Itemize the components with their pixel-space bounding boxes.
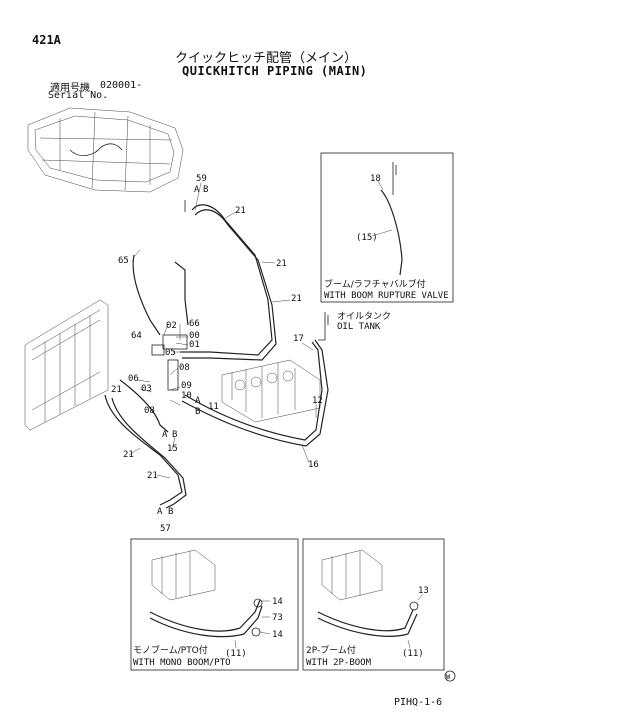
callout-15: 15 <box>167 444 178 454</box>
page-number: 421A <box>32 33 61 47</box>
revision-mark: W <box>444 670 456 682</box>
callout-10: 10 <box>181 391 192 401</box>
callout-11: 11 <box>208 402 219 412</box>
callout-59: 59 <box>196 174 207 184</box>
callout-B: B <box>172 430 177 440</box>
callout-labels: 59 A B 21 21 21 65 02 66 64 00 01 05 08 … <box>111 174 323 534</box>
callout-08: 08 <box>144 406 155 416</box>
control-valve-block <box>221 359 321 423</box>
callout-A: A <box>162 430 168 440</box>
callout-06: 06 <box>128 374 139 384</box>
callout-08: 08 <box>179 363 190 373</box>
callout-09: 09 <box>181 381 192 391</box>
callout-14: 14 <box>272 630 283 640</box>
callout-73: 73 <box>272 613 283 623</box>
callout-A: A <box>157 507 163 517</box>
callout-B: B <box>195 407 200 417</box>
callout-11-ref: (11) <box>225 649 247 659</box>
callout-17: 17 <box>293 334 304 344</box>
callout-B: B <box>203 185 208 195</box>
callout-00: 00 <box>189 331 200 341</box>
callout-11-ref: (11) <box>402 649 424 659</box>
callout-13: 13 <box>418 586 429 596</box>
callout-16: 16 <box>308 460 319 470</box>
serial-number-value: 020001- <box>100 80 143 91</box>
machine-outline <box>27 107 184 193</box>
inset-caption-japanese: モノブーム/PTO付 <box>133 644 208 656</box>
inset-caption: WITH MONO BOOM/PTO <box>133 658 231 668</box>
revision-mark-letter: W <box>446 673 451 681</box>
callout-01: 01 <box>189 340 200 350</box>
serial-label: Serial No. <box>48 90 109 101</box>
callout-12: 12 <box>312 396 323 406</box>
page-reference: PIHQ-1-6 <box>394 697 443 708</box>
inset-mono-boom-pto: 14 73 14 (11) モノブーム/PTO付 WITH MONO BOOM/… <box>130 538 299 671</box>
callout-18: 18 <box>370 174 381 184</box>
hose-lines <box>104 200 329 509</box>
callout-21: 21 <box>291 294 302 304</box>
oil-tank-note: オイルタンク OIL TANK <box>324 311 391 340</box>
callout-66: 66 <box>189 319 200 329</box>
callout-57: 57 <box>160 524 171 534</box>
oil-tank-label: OIL TANK <box>337 322 381 332</box>
callout-21: 21 <box>123 450 134 460</box>
callout-21: 21 <box>147 471 158 481</box>
callout-A: A <box>195 396 201 406</box>
inset-caption-japanese: ブーム/ラフチャバルブ付 <box>324 278 426 290</box>
callout-65: 65 <box>118 256 129 266</box>
callout-14: 14 <box>272 597 283 607</box>
inset-boom-rupture-valve: 18 (15) ブーム/ラフチャバルブ付 WITH BOOM RUPTURE V… <box>320 152 454 303</box>
callout-03: 03 <box>141 384 152 394</box>
callout-21: 21 <box>276 259 287 269</box>
leader-lines <box>128 182 317 479</box>
inset-two-piece-boom: 13 (11) 2P-ブーム付 WITH 2P-BOOM <box>302 538 445 671</box>
serial-label-japanese: 適用号機 <box>50 83 90 94</box>
callout-A: A <box>194 185 200 195</box>
valve-mount-frame <box>24 299 109 431</box>
inset-caption: WITH 2P-BOOM <box>306 658 372 668</box>
inset-caption-japanese: 2P-ブーム付 <box>306 644 356 656</box>
quickhitch-valve <box>151 334 188 391</box>
callout-15-ref: (15) <box>356 233 378 243</box>
callout-21: 21 <box>235 206 246 216</box>
callout-64: 64 <box>131 331 142 341</box>
oil-tank-label-japanese: オイルタンク <box>337 311 391 322</box>
page-title-japanese: クイックヒッチ配管（メイン） <box>175 51 358 66</box>
callout-21: 21 <box>111 385 122 395</box>
callout-05: 05 <box>165 348 176 358</box>
page-title: QUICKHITCH PIPING (MAIN) <box>182 64 368 78</box>
callout-02: 02 <box>166 321 177 331</box>
callout-B: B <box>168 507 173 517</box>
inset-caption: WITH BOOM RUPTURE VALVE <box>324 291 449 301</box>
